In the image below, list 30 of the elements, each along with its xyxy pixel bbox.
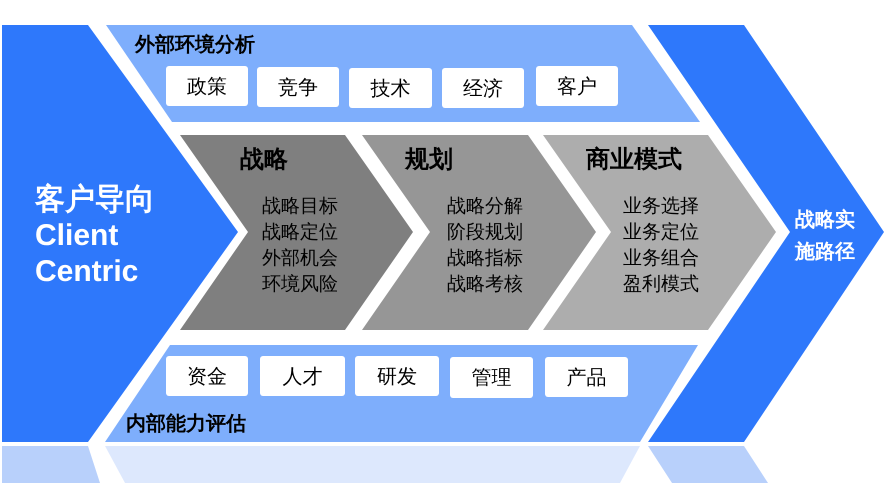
- factor-box: 管理: [450, 357, 533, 398]
- band-title: 外部环境分析: [135, 32, 255, 58]
- list-item: 业务组合: [623, 247, 699, 271]
- list-item: 盈利模式: [623, 273, 699, 297]
- list-item: 环境风险: [262, 273, 338, 297]
- chevron-heading: 商业模式: [586, 145, 682, 175]
- factor-box: 竞争: [257, 67, 339, 107]
- factor-box: 人才: [260, 356, 345, 396]
- list-item: 战略目标: [262, 195, 338, 219]
- factor-box: 客户: [536, 66, 618, 106]
- chevron-heading: Client Centric: [35, 218, 140, 290]
- chevron-heading: 战略: [240, 145, 288, 175]
- factor-box: 资金: [166, 356, 248, 396]
- list-item: 战略考核: [447, 273, 523, 297]
- chevron-heading: 客户导向: [35, 182, 155, 218]
- factor-box: 技术: [349, 68, 432, 108]
- factor-box: 经济: [442, 68, 524, 108]
- list-item: 战略定位: [262, 221, 338, 245]
- list-item: 业务定位: [623, 221, 699, 245]
- factor-box: 政策: [166, 66, 248, 106]
- factor-box: 研发: [355, 356, 439, 396]
- band-title: 内部能力评估: [126, 412, 246, 437]
- factor-box: 产品: [545, 357, 628, 397]
- list-item: 外部机会: [262, 247, 338, 271]
- list-item: 战略分解: [447, 195, 523, 219]
- list-item: 业务选择: [623, 195, 699, 219]
- list-item: 阶段规划: [447, 221, 523, 245]
- list-item: 战略指标: [447, 247, 523, 271]
- chevron-heading: 规划: [405, 145, 453, 175]
- chevron-heading: 战略实施路径: [794, 208, 856, 265]
